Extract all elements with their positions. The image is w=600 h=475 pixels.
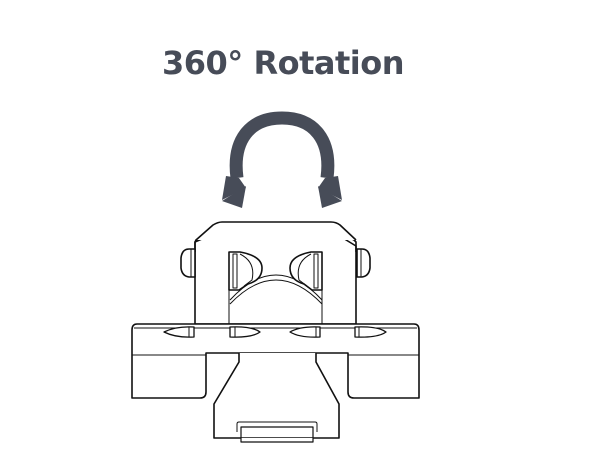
- rotation-arrow-icon: [222, 111, 342, 208]
- right-knob: [356, 248, 371, 278]
- rotation-title: 360° Rotation: [162, 44, 404, 82]
- bottom-tab: [236, 421, 318, 432]
- slot-row: [163, 326, 387, 338]
- left-knob: [180, 248, 196, 278]
- mount-clamp: [131, 221, 420, 443]
